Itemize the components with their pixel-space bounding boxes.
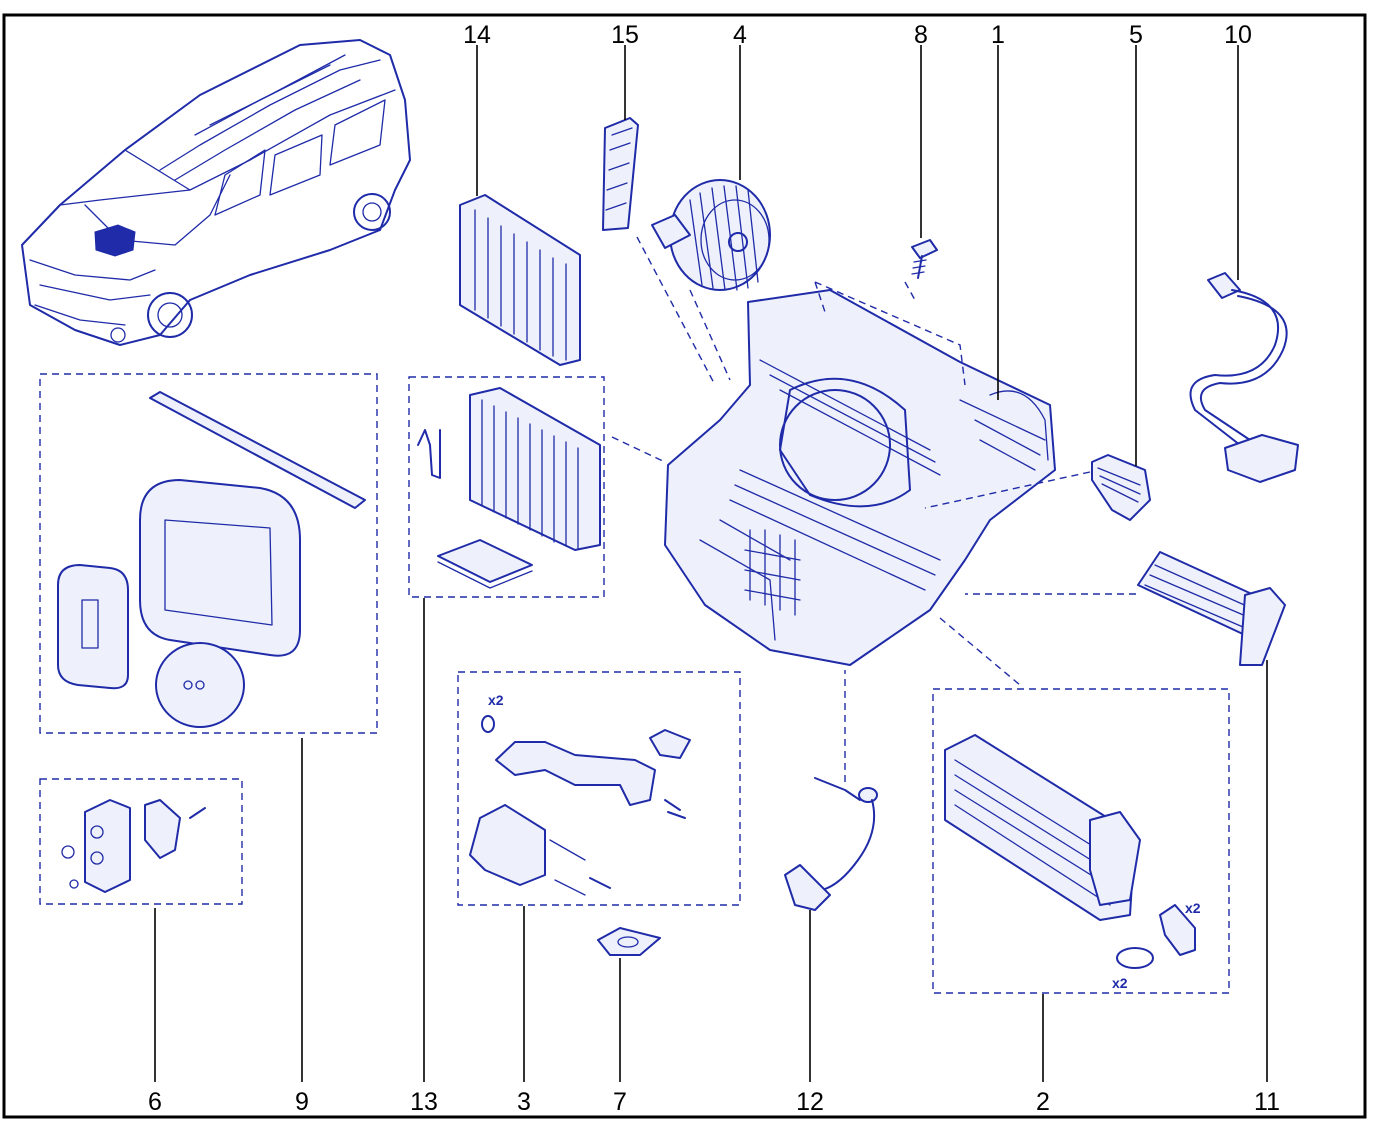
heater-element-part <box>1137 551 1286 666</box>
callout-2: 2 <box>1036 1088 1050 1116</box>
heater-location-highlight <box>94 224 136 257</box>
heater-core-parts <box>944 734 1196 969</box>
assembly-arrows <box>611 236 1136 782</box>
callout-10: 10 <box>1224 21 1252 49</box>
callout-11: 11 <box>1254 1088 1280 1116</box>
pipe-kit-box <box>457 671 741 906</box>
callout-3: 3 <box>517 1088 531 1116</box>
heater-core-box <box>932 688 1230 994</box>
callout-8: 8 <box>914 21 928 49</box>
callout-4: 4 <box>733 21 747 49</box>
temperature-sensor-part <box>784 777 878 911</box>
filter-kit-box <box>408 376 605 598</box>
blower-fan-part <box>651 179 771 291</box>
seal-kit-box <box>39 373 378 734</box>
qty-heater-seal: x2 <box>1112 975 1128 991</box>
seal-kit-parts <box>57 391 366 728</box>
callout-6: 6 <box>148 1088 162 1116</box>
callout-15: 15 <box>611 21 639 49</box>
callout-5: 5 <box>1129 21 1143 49</box>
vehicle-illustration <box>21 39 411 346</box>
qty-heater-screw: x2 <box>1185 900 1201 916</box>
slim-filter-part <box>602 117 639 231</box>
hvac-housing-part <box>664 289 1056 666</box>
qty-pipe-o-ring: x2 <box>488 692 504 708</box>
callout-9: 9 <box>295 1088 309 1116</box>
pipe-kit-parts <box>469 715 691 896</box>
callout-labels: 14 15 4 8 1 5 10 6 9 13 3 7 12 2 11 <box>148 21 1280 1116</box>
cabin-filter-part <box>459 194 581 366</box>
callout-1: 1 <box>991 21 1005 49</box>
wiring-harness-part <box>1189 272 1299 483</box>
valve-kit-box <box>39 778 243 905</box>
valve-kit-parts <box>61 799 206 893</box>
gasket-part <box>597 927 661 956</box>
callout-13: 13 <box>410 1088 438 1116</box>
diagram-frame <box>2 13 1367 1119</box>
screw-part-8 <box>911 239 938 279</box>
filter-kit-parts <box>417 387 601 589</box>
callout-12: 12 <box>796 1088 824 1116</box>
callout-7: 7 <box>613 1088 627 1116</box>
callout-14: 14 <box>463 21 491 49</box>
callout-leaders <box>154 45 1268 1082</box>
resistor-part <box>1091 454 1151 521</box>
quantity-marks: x2 x2 x2 <box>488 692 1201 991</box>
